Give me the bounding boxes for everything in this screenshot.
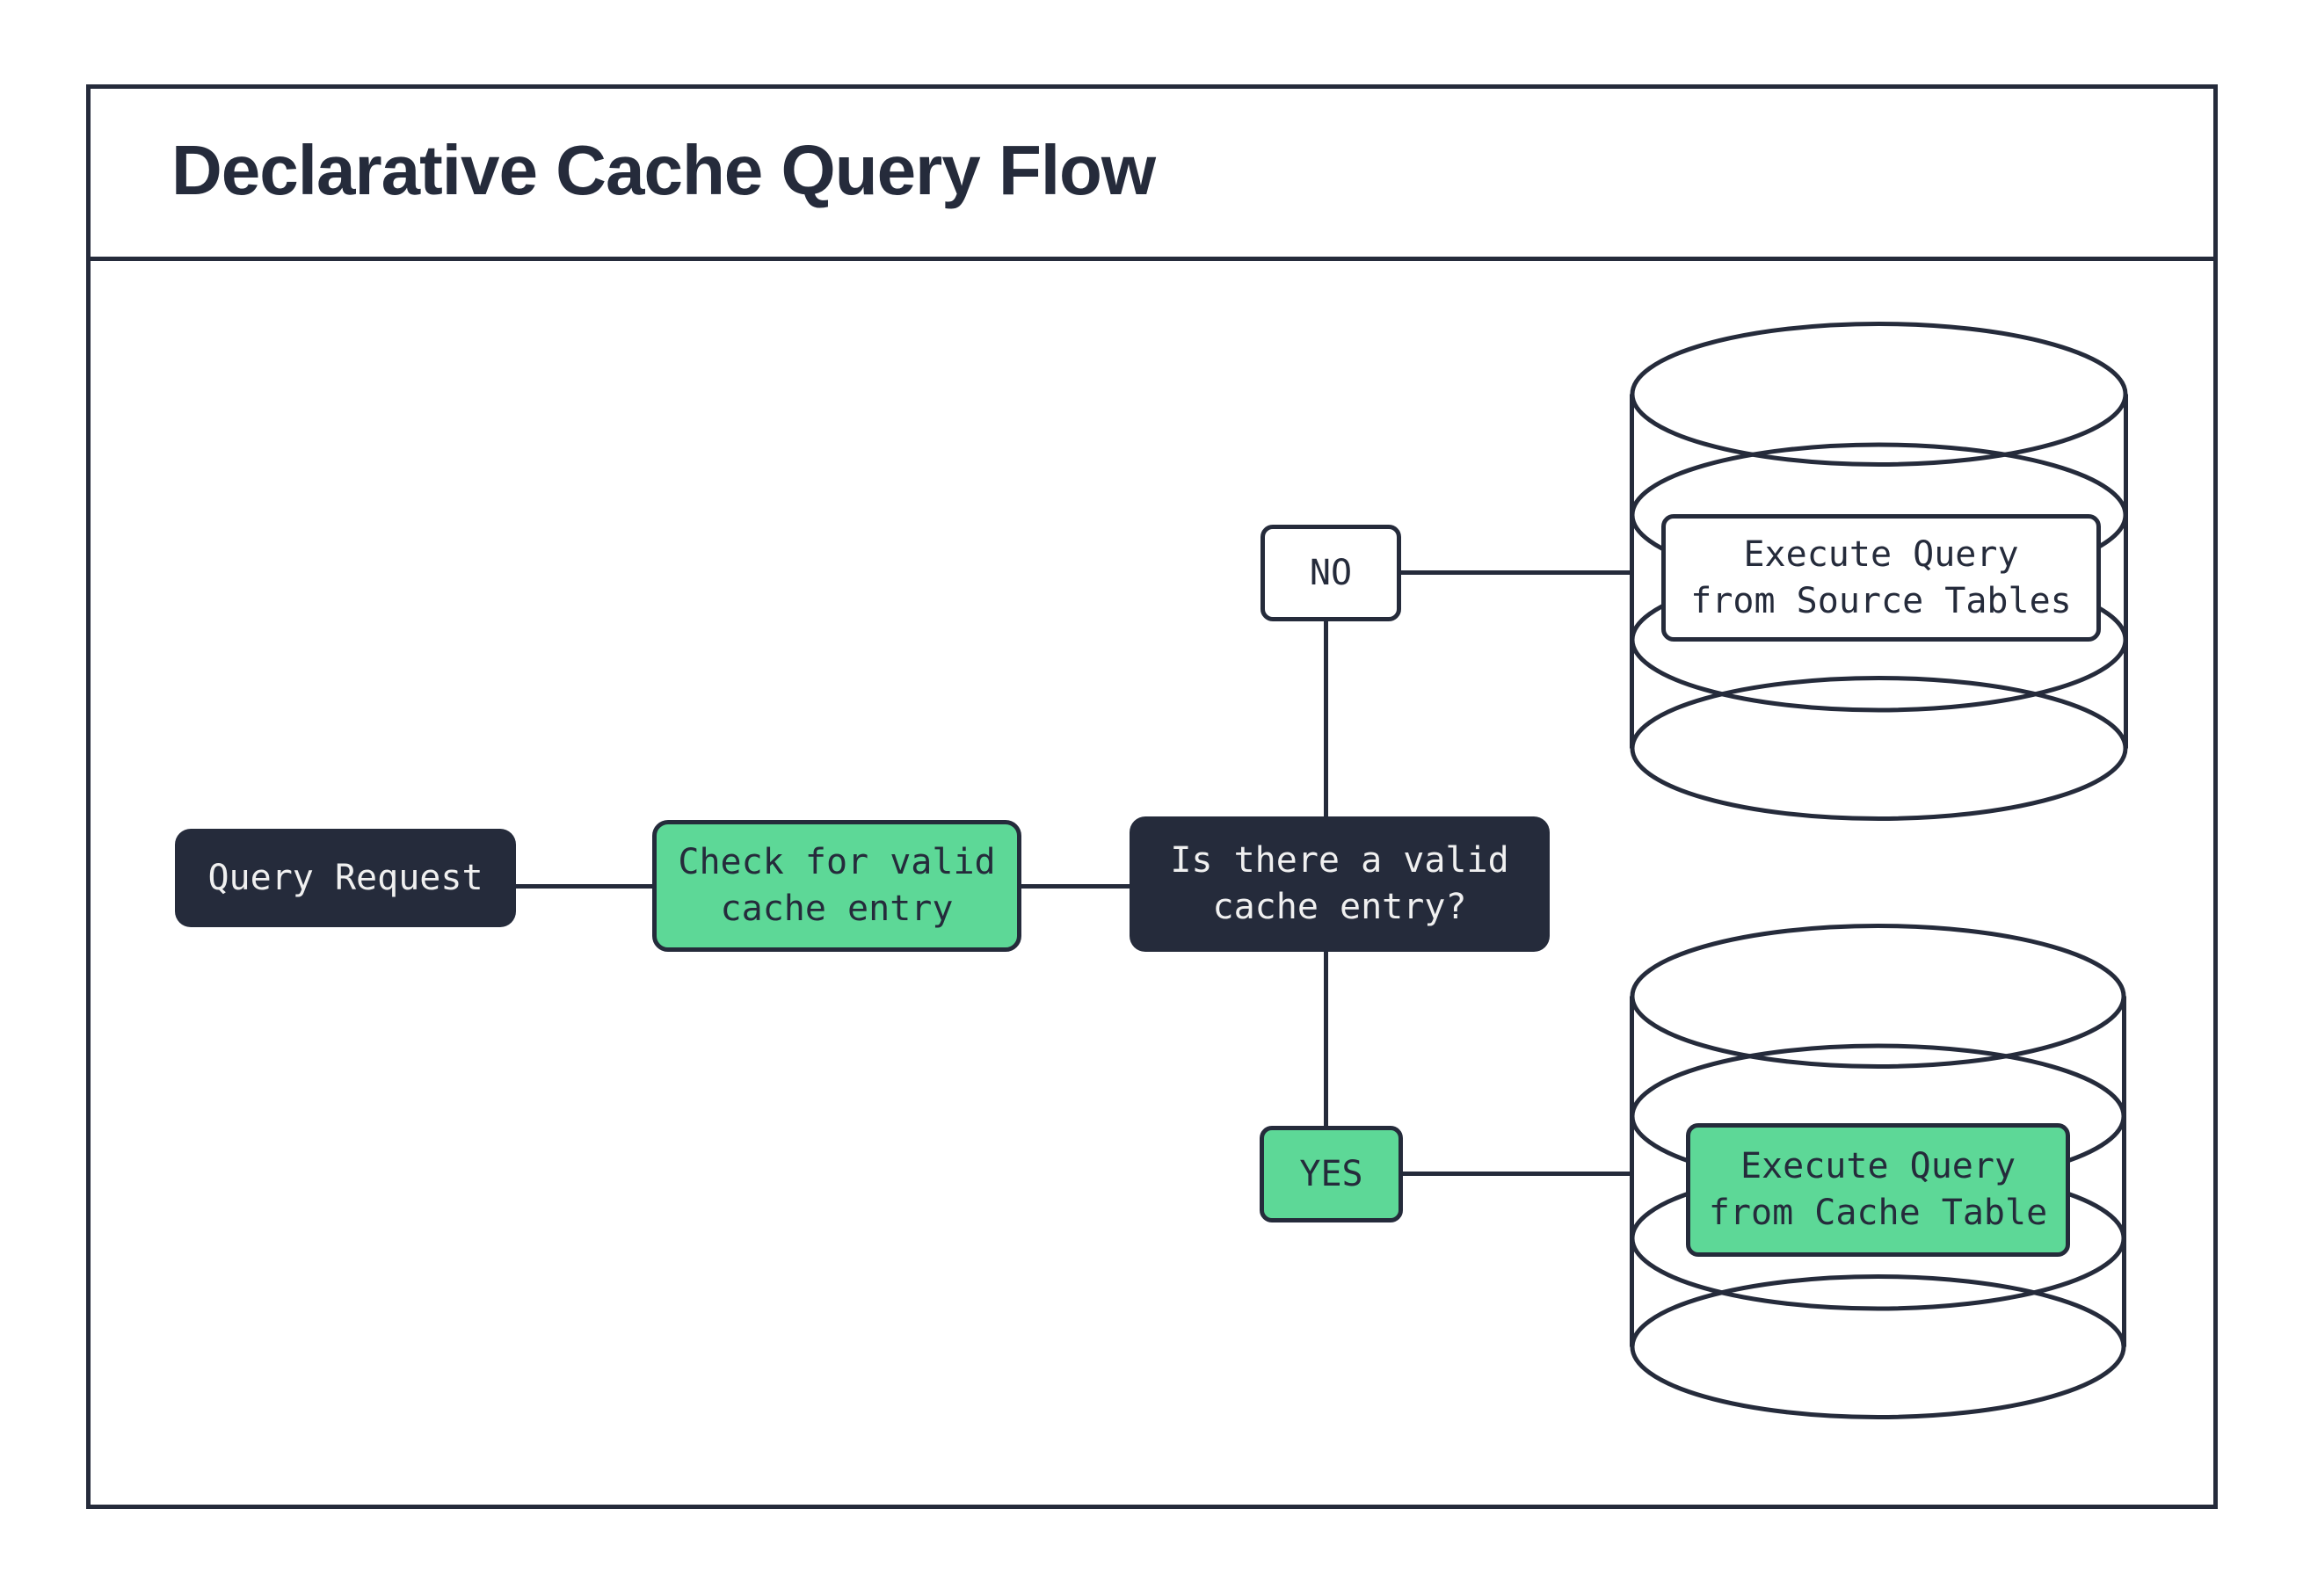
connector-decision-to-yes — [1324, 950, 1328, 1128]
connector-yes-to-cache-db — [1401, 1172, 1631, 1176]
node-query-request: Query Request — [175, 829, 516, 927]
decision-label-line1: Is there a valid — [1170, 840, 1509, 881]
execute-source-label-line2: from Source Tables — [1690, 580, 2072, 621]
execute-cache-label-line1: Execute Query — [1740, 1146, 2016, 1186]
no-branch-label: NO — [1309, 552, 1353, 593]
decision-label-line2: cache entry? — [1212, 887, 1467, 927]
node-execute-query-source: Execute Query from Source Tables — [1661, 514, 2101, 642]
connector-no-to-source-db — [1399, 570, 1631, 575]
node-execute-query-cache: Execute Query from Cache Table — [1686, 1123, 2070, 1257]
connector-query-to-check — [516, 884, 652, 889]
execute-cache-label-line2: from Cache Table — [1708, 1193, 2048, 1233]
node-check-cache: Check for valid cache entry — [652, 820, 1021, 952]
node-decision-valid-cache: Is there a valid cache entry? — [1130, 816, 1550, 952]
query-request-label: Query Request — [207, 857, 483, 898]
diagram-frame — [86, 84, 2218, 1509]
check-cache-label-line2: cache entry — [720, 889, 954, 929]
execute-source-label-line1: Execute Query — [1743, 533, 2019, 575]
page-title: Declarative Cache Query Flow — [171, 131, 1156, 209]
title-bar: Declarative Cache Query Flow — [86, 84, 2218, 261]
connector-check-to-decision — [1021, 884, 1133, 889]
connector-decision-to-no — [1324, 619, 1328, 818]
node-yes-branch: YES — [1260, 1126, 1403, 1222]
yes-branch-label: YES — [1299, 1153, 1363, 1194]
node-no-branch: NO — [1260, 525, 1401, 621]
check-cache-label-line1: Check for valid — [678, 842, 996, 882]
